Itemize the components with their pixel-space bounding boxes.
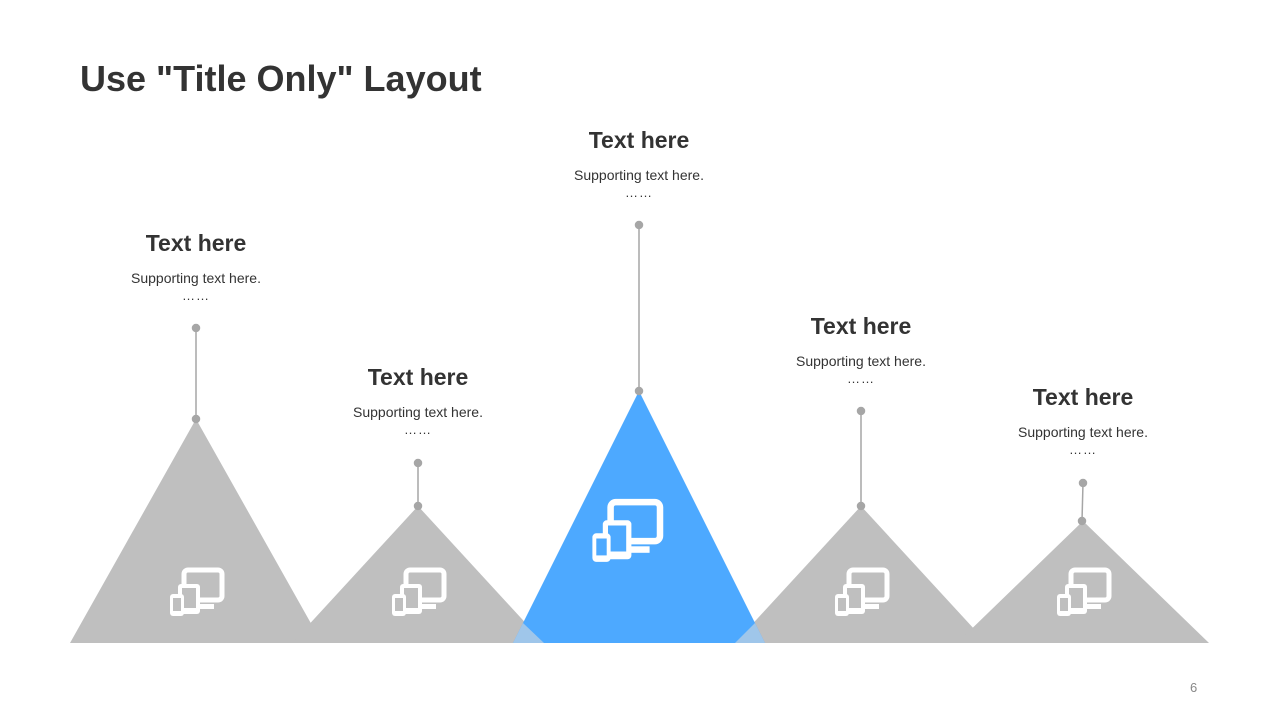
item-subtext: Supporting text here. — [1018, 424, 1148, 440]
peak-5 — [957, 521, 1209, 643]
connector-5 — [1081, 482, 1084, 522]
item-heading: Text here — [588, 127, 690, 153]
slide-title: Use "Title Only" Layout — [80, 58, 482, 99]
item-heading: Text here — [810, 313, 912, 339]
peak-3 — [513, 391, 765, 643]
item-5: Text here Supporting text here. …… — [953, 383, 1213, 457]
page-number: 6 — [1190, 680, 1198, 695]
item-3: Text here Supporting text here. …… — [509, 126, 769, 200]
item-more: …… — [625, 185, 653, 200]
item-4: Text here Supporting text here. …… — [731, 312, 991, 386]
item-subtext: Supporting text here. — [574, 167, 704, 183]
item-heading: Text here — [1032, 384, 1134, 410]
item-1: Text here Supporting text here. …… — [66, 229, 326, 303]
peak-4 — [735, 506, 987, 643]
item-more: …… — [404, 422, 432, 437]
item-more: …… — [1069, 442, 1097, 457]
item-more: …… — [847, 371, 875, 386]
item-subtext: Supporting text here. — [131, 270, 261, 286]
item-more: …… — [182, 288, 210, 303]
item-subtext: Supporting text here. — [353, 404, 483, 420]
peak-1 — [70, 419, 322, 643]
item-subtext: Supporting text here. — [796, 353, 926, 369]
peak-2 — [292, 506, 544, 643]
item-2: Text here Supporting text here. …… — [288, 363, 548, 437]
item-heading: Text here — [145, 230, 247, 256]
item-heading: Text here — [367, 364, 469, 390]
